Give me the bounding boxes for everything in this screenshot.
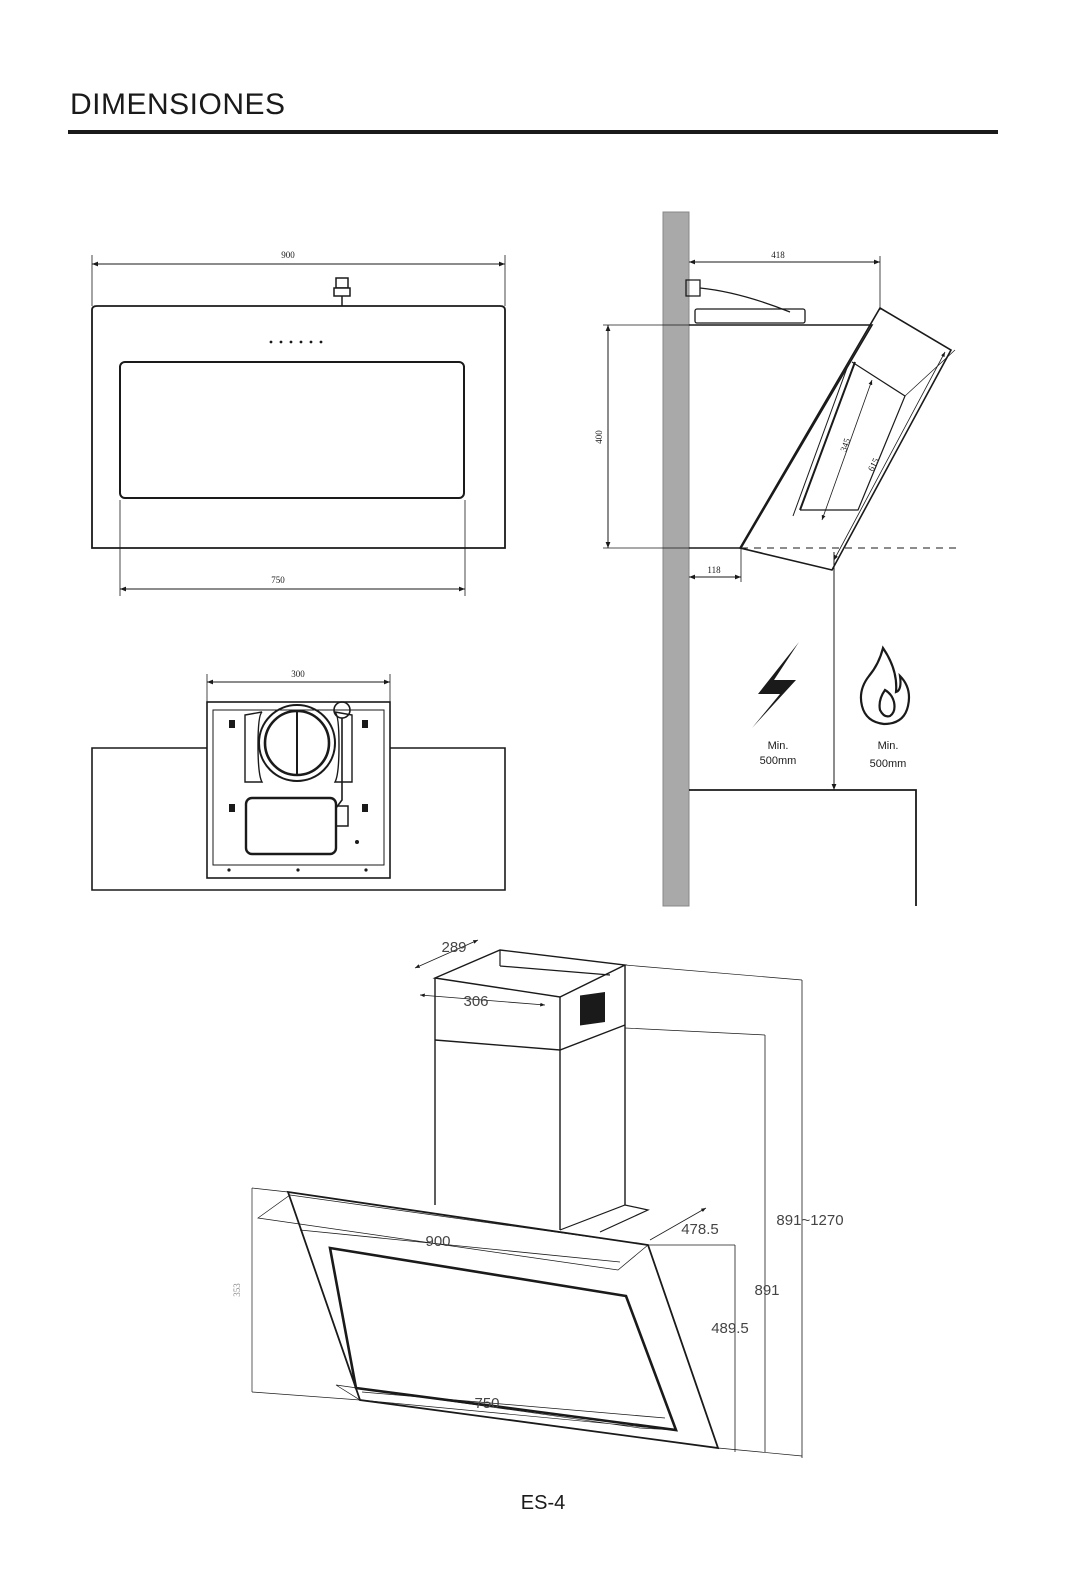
gas-hob-flame-icon [861, 648, 909, 724]
chimney-height-label: 891 [754, 1282, 779, 1299]
side-offset-label: 118 [707, 565, 721, 575]
top-control-box [246, 798, 336, 854]
chimney-vent-icon [580, 992, 605, 1026]
width-750-dim-line [362, 1392, 665, 1418]
front-outer-panel [92, 306, 505, 548]
electric-clearance-label: Min. [768, 740, 789, 752]
control-buttons-icon [270, 341, 323, 344]
side-view [603, 212, 962, 906]
top-view [92, 674, 505, 890]
chimney-width-label: 306 [463, 993, 488, 1010]
perspective-depth-label: 478.5 [681, 1221, 719, 1238]
electric-hob-icon [752, 642, 799, 728]
glass-width-label: 750 [271, 575, 285, 585]
height-range-label: 891~1270 [776, 1212, 843, 1229]
motor-outlet-icon [245, 705, 352, 782]
side-glass-length-dim-line [834, 352, 945, 560]
page-number: ES-4 [0, 1492, 1086, 1515]
front-view [92, 255, 505, 596]
side-hood-body [689, 325, 872, 548]
side-depth-label: 418 [771, 250, 785, 260]
cooktop-counter [689, 790, 916, 906]
side-height-label: 400 [594, 430, 604, 444]
electric-clearance-value: 500mm [760, 755, 797, 767]
gas-clearance-label: Min. [878, 740, 899, 752]
gas-clearance-value: 500mm [870, 758, 907, 770]
top-chimney-box [207, 702, 390, 878]
perspective-width-label: 900 [425, 1233, 450, 1250]
perspective-glass-outer [288, 1192, 718, 1448]
body-height-label: 489.5 [711, 1320, 749, 1337]
wall-bracket-icon [686, 280, 805, 323]
front-glass-window [120, 362, 464, 498]
chimney-depth-label: 289 [441, 939, 466, 956]
wall [663, 212, 689, 906]
front-width-label: 900 [281, 250, 295, 260]
perspective-view [252, 940, 802, 1458]
body-left-height-label: 353 [232, 1283, 242, 1297]
power-cable-icon [334, 702, 350, 808]
perspective-bottom-width-label: 750 [474, 1395, 499, 1412]
cable-gland-icon [334, 278, 350, 306]
top-width-label: 300 [291, 669, 305, 679]
side-inner-panel-label: 345 [838, 436, 852, 453]
